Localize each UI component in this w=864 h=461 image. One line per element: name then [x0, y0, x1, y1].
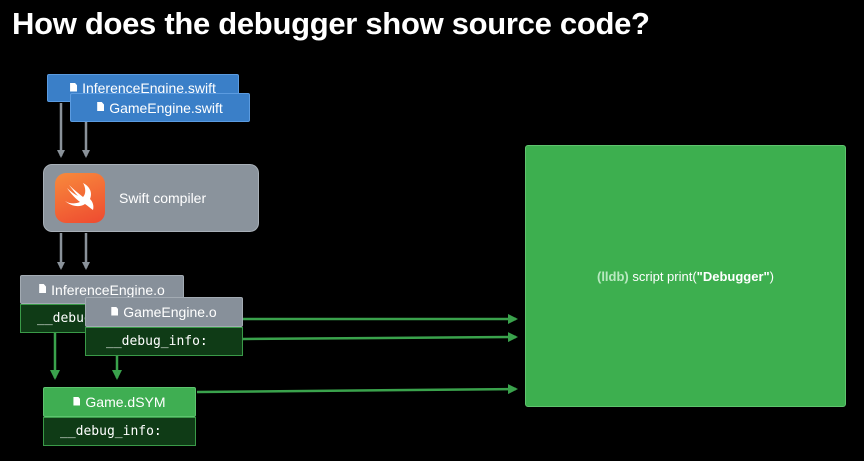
document-icon	[39, 284, 47, 293]
object-file-game-engine: GameEngine.o	[85, 297, 243, 327]
page-title: How does the debugger show source code?	[12, 6, 650, 41]
dsym-debug-info: __debug_info:	[43, 417, 196, 446]
lldb-prompt: (lldb)	[596, 268, 629, 284]
dsym-file: Game.dSYM	[43, 387, 196, 417]
source-file-game-engine: GameEngine.swift	[70, 93, 250, 122]
source-file-label: GameEngine.swift	[109, 99, 223, 116]
object-file-label: GameEngine.o	[123, 304, 217, 320]
command-suffix: )	[769, 268, 775, 284]
object-file-label: InferenceEngine.o	[51, 281, 165, 298]
arrow-obj2-to-panel	[242, 332, 518, 343]
arrow-dsym-to-panel	[196, 384, 518, 395]
command-argument: "Debugger"	[696, 268, 770, 284]
document-icon	[73, 396, 81, 406]
swift-compiler-box: Swift compiler	[43, 164, 259, 232]
source-file-label: InferenceEngine.swift	[82, 80, 216, 96]
swift-logo-icon	[55, 173, 105, 223]
object2-debug-info: __debug_info:	[85, 327, 243, 356]
document-icon	[111, 306, 119, 316]
dsym-label: Game.dSYM	[85, 394, 166, 410]
command-prefix: script print(	[632, 268, 697, 284]
document-icon	[97, 102, 105, 111]
lldb-command: script print("Debugger")	[632, 269, 774, 284]
document-icon	[70, 82, 78, 92]
debugger-panel: (lldb) script print("Debugger")	[525, 145, 846, 407]
compiler-label: Swift compiler	[119, 190, 207, 206]
